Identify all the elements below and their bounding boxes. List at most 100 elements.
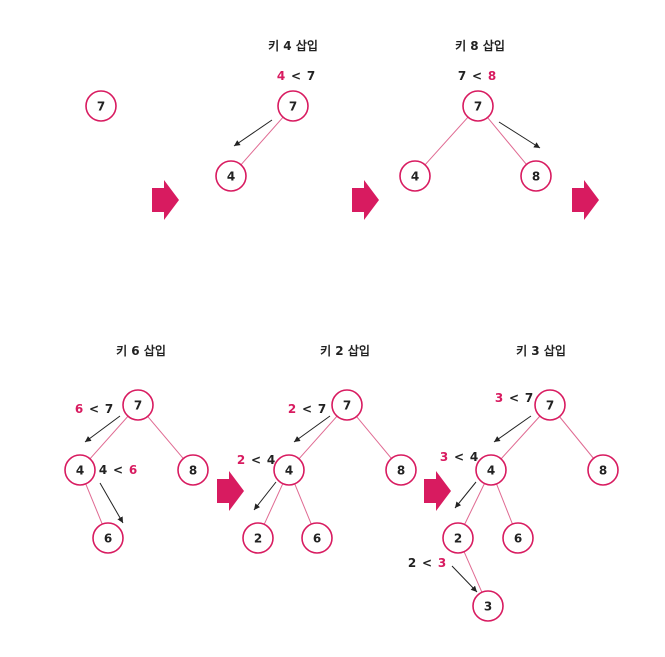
node-label: 8 [189,464,197,478]
tree-node-6: 6 [502,522,534,554]
tree-edge [464,483,485,525]
panel-title: 키 3 삽입 [516,343,566,358]
node-label: 3 [484,600,492,614]
comparison-label: 6 <7 [75,402,113,416]
node-label: 2 [254,532,262,546]
tree-edge [89,415,129,460]
tree-edge [147,416,184,459]
panel-title: 키 6 삽입 [116,343,166,358]
node-label: 7 [289,100,297,114]
node-label: 6 [313,532,321,546]
search-direction-arrow [253,481,277,511]
node-label: 7 [474,100,482,114]
tree-edge [424,116,469,166]
node-label: 7 [134,399,142,413]
tree-edge [240,116,284,166]
tree-edge [298,415,338,460]
node-circle [242,522,274,554]
node-circle [442,522,474,554]
tree-node-2: 2 [242,522,274,554]
node-label: 7 [97,100,105,114]
comparison-op: < [251,453,261,467]
tree-edge [559,416,594,459]
node-circle [92,522,124,554]
node-label: 8 [532,170,540,184]
search-direction-arrow [293,415,331,443]
panel-title: 키 8 삽입 [455,38,505,53]
comparison-op: < [509,391,519,405]
node-label: 8 [599,464,607,478]
node-circle [462,90,494,122]
tree-node-6: 6 [92,522,124,554]
tree-node-4: 4 [215,160,247,192]
comparison-right: 7 [105,402,113,416]
step-arrows [152,180,599,511]
comparison-left: 2 [408,556,416,570]
step-arrow-4 [217,471,244,511]
tree-edge [85,483,103,525]
node-circle [475,454,507,486]
node-circle [534,389,566,421]
tree-edge [294,483,312,525]
search-direction-arrow [454,481,477,509]
tree-node-7: 7 [85,90,117,122]
node-circle [273,454,305,486]
tree-node-8: 8 [385,454,417,486]
node-circle [277,90,309,122]
node-circle [502,522,534,554]
tree-node-8: 8 [520,160,552,192]
node-label: 7 [343,399,351,413]
node-circle [215,160,247,192]
comparison-left: 4 [277,69,285,83]
node-label: 7 [546,399,554,413]
comparison-op: < [472,69,482,83]
node-circle [385,454,417,486]
tree-edge [500,415,541,460]
tree-node-4: 4 [273,454,305,486]
node-circle [472,590,504,622]
tree-node-6: 6 [301,522,333,554]
comparison-op: < [302,402,312,416]
panel-title: 키 2 삽입 [320,343,370,358]
comparison-label: 3<4 [440,450,478,464]
comparison-op: < [89,402,99,416]
tree-edge [487,117,527,165]
tree-node-2: 2 [442,522,474,554]
comparison-right: 6 [129,463,137,477]
comparison-left: 7 [458,69,466,83]
comparison-right: 4 [267,453,275,467]
node-circle [301,522,333,554]
comparison-left: 2 [237,453,245,467]
tree-node-8: 8 [177,454,209,486]
tree-node-4: 4 [399,160,431,192]
node-label: 6 [514,532,522,546]
node-circle [177,454,209,486]
node-label: 4 [227,170,235,184]
tree-edge [263,483,284,525]
node-label: 4 [411,170,419,184]
node-circle [85,90,117,122]
comparison-label: 3<7 [495,391,533,405]
panel-title: 키 4 삽입 [268,38,318,53]
tree-node-7: 7 [277,90,309,122]
step-arrow-5 [424,471,451,511]
tree-node-4: 4 [475,454,507,486]
tree-node-7: 7 [122,389,154,421]
search-direction-arrow [498,121,541,149]
comparison-label: 2 <4 [237,453,275,467]
comparison-label: 4<7 [277,69,315,83]
search-direction-arrow [451,565,478,593]
node-circle [64,454,96,486]
step-arrow-2 [352,180,379,220]
tree-node-7: 7 [331,389,363,421]
search-direction-arrow [99,482,124,524]
node-circle [520,160,552,192]
comparison-right: 7 [525,391,533,405]
comparison-right: 4 [470,450,478,464]
comparison-left: 6 [75,402,83,416]
comparison-label: 7<8 [458,69,496,83]
step-arrow-1 [152,180,179,220]
